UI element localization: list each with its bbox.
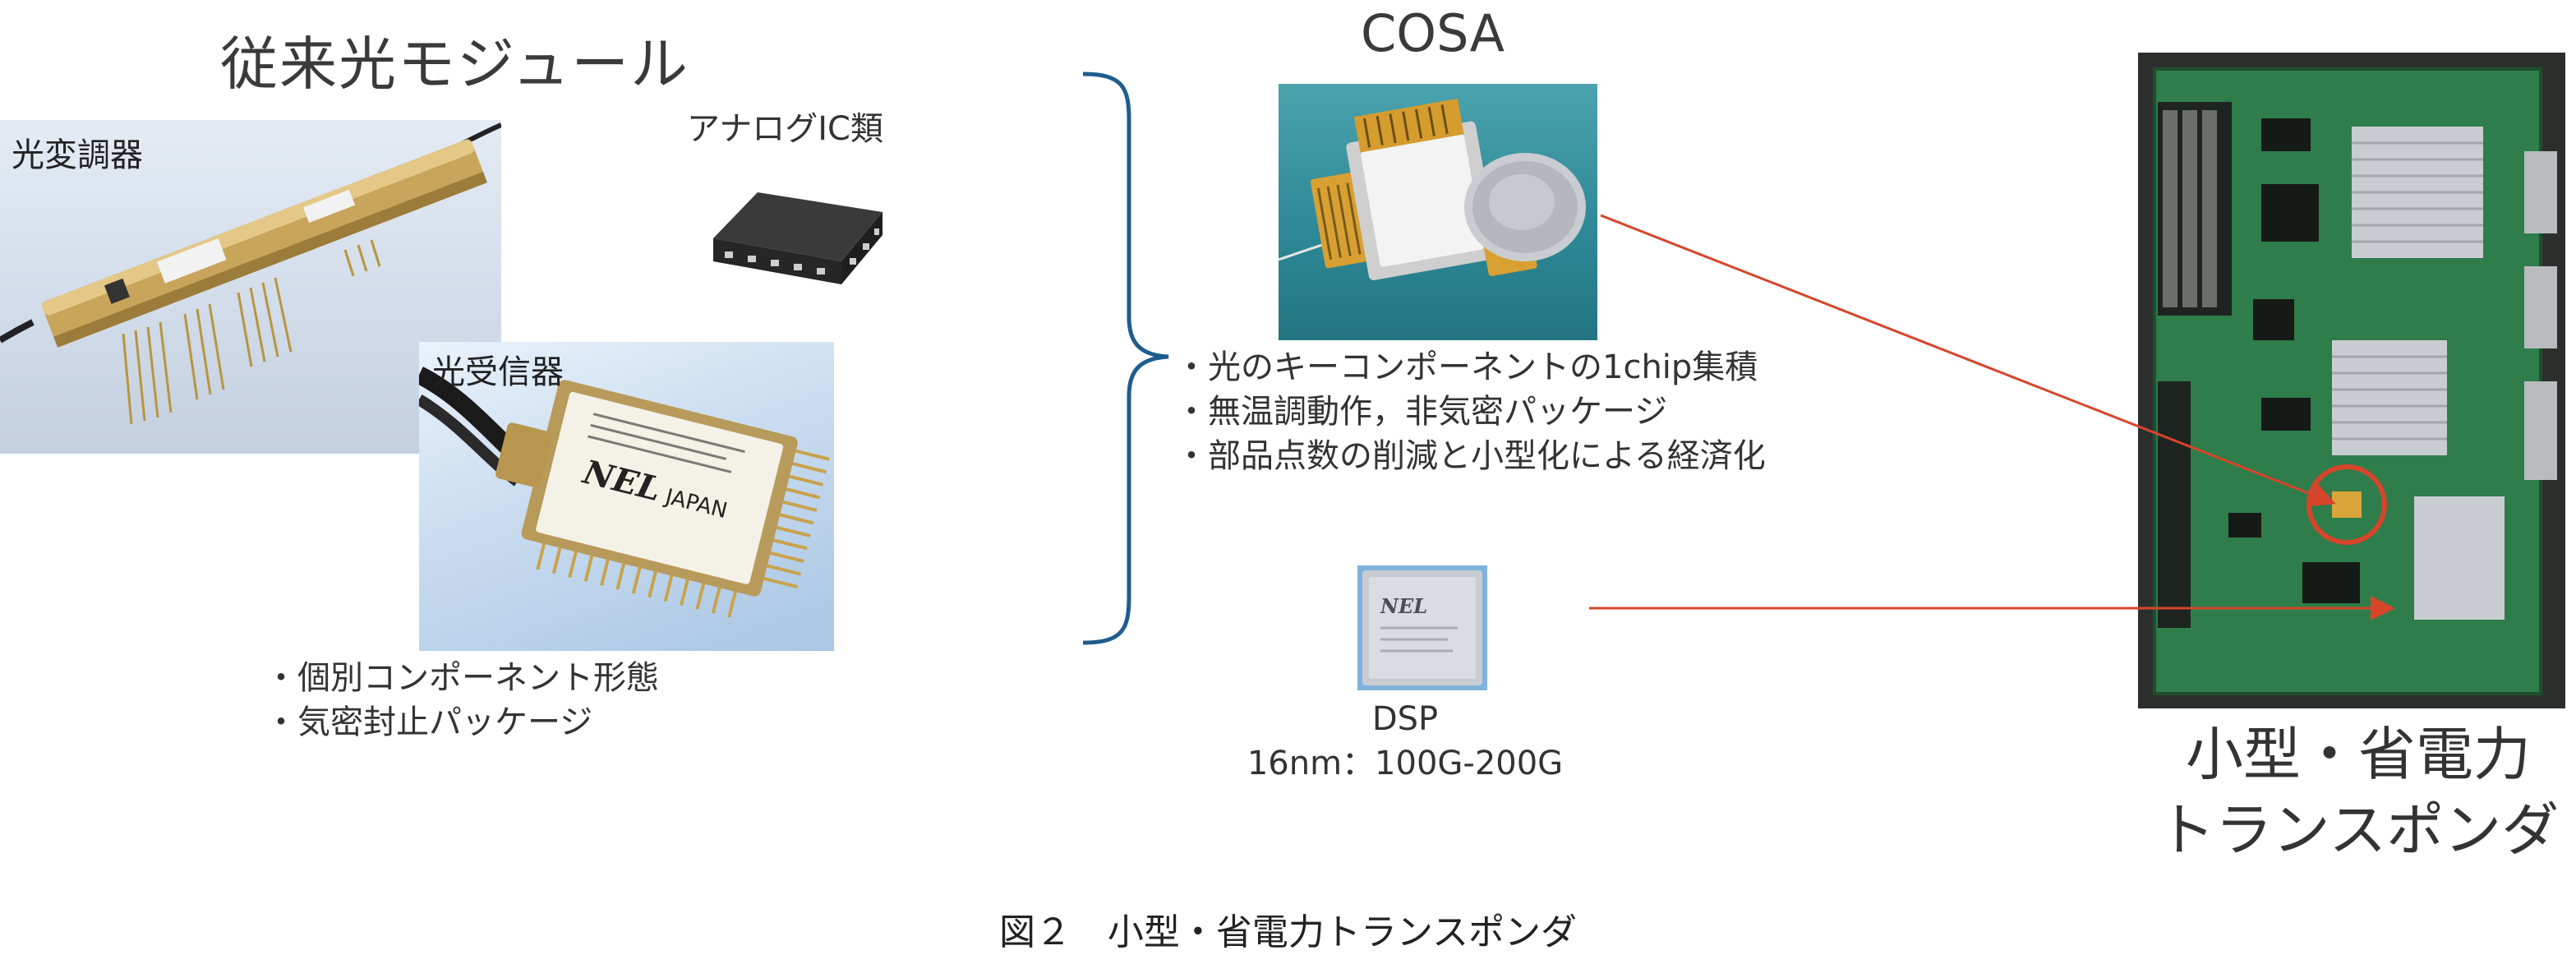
- dsp-spec: 16nm：100G-200G: [1247, 745, 1564, 782]
- transponder-caption: 小型・省電力 トランスポンダ: [2153, 717, 2564, 868]
- legacy-module-title: 従来光モジュール: [220, 30, 690, 98]
- optical-modulator-illustration: [0, 122, 501, 425]
- cosa-package-illustration: [1279, 98, 1586, 280]
- figure-caption: 図２ 小型・省電力トランスポンダ: [998, 911, 1578, 953]
- transponder-board-illustration: [2138, 53, 2565, 708]
- optical-receiver-label: 光受信器: [432, 353, 564, 391]
- optical-modulator-label: 光変調器: [12, 136, 143, 174]
- analog-ic-label: アナログIC類: [687, 110, 883, 148]
- dsp-chip-illustration: NEL: [1362, 570, 1482, 685]
- transponder-caption-line1: 小型・省電力: [2186, 721, 2531, 788]
- dsp-chip-photo: NEL: [1357, 565, 1487, 690]
- cosa-bullet-item: 光のキーコンポーネントの1chip集積: [1175, 345, 1766, 390]
- dsp-label: DSP 16nm：100G-200G: [1233, 697, 1578, 786]
- optical-modulator-photo: [0, 120, 501, 454]
- dsp-name: DSP: [1371, 700, 1439, 738]
- transponder-board-photo: [2138, 53, 2565, 708]
- cosa-photo: [1279, 84, 1597, 340]
- cosa-bullet-item: 部品点数の削減と小型化による経済化: [1175, 434, 1766, 478]
- transponder-caption-line2: トランスポンダ: [2157, 796, 2560, 864]
- optical-receiver-photo: NEL JAPAN: [419, 342, 834, 651]
- cosa-bullet-item: 無温調動作，非気密パッケージ: [1175, 390, 1766, 434]
- cosa-title: COSA: [1361, 3, 1505, 63]
- grouping-brace: [1082, 72, 1169, 645]
- dsp-brand-logo: NEL: [1380, 594, 1427, 618]
- analog-ic-photo: [708, 169, 889, 309]
- optical-receiver-illustration: NEL JAPAN: [419, 367, 830, 618]
- legacy-bullet-item: 気密封止パッケージ: [265, 700, 659, 745]
- cosa-bullets: 光のキーコンポーネントの1chip集積 無温調動作，非気密パッケージ 部品点数の…: [1175, 345, 1766, 478]
- analog-ic-chip-illustration: [713, 192, 882, 284]
- legacy-module-bullets: 個別コンポーネント形態 気密封止パッケージ: [265, 656, 659, 745]
- legacy-bullet-item: 個別コンポーネント形態: [265, 656, 659, 700]
